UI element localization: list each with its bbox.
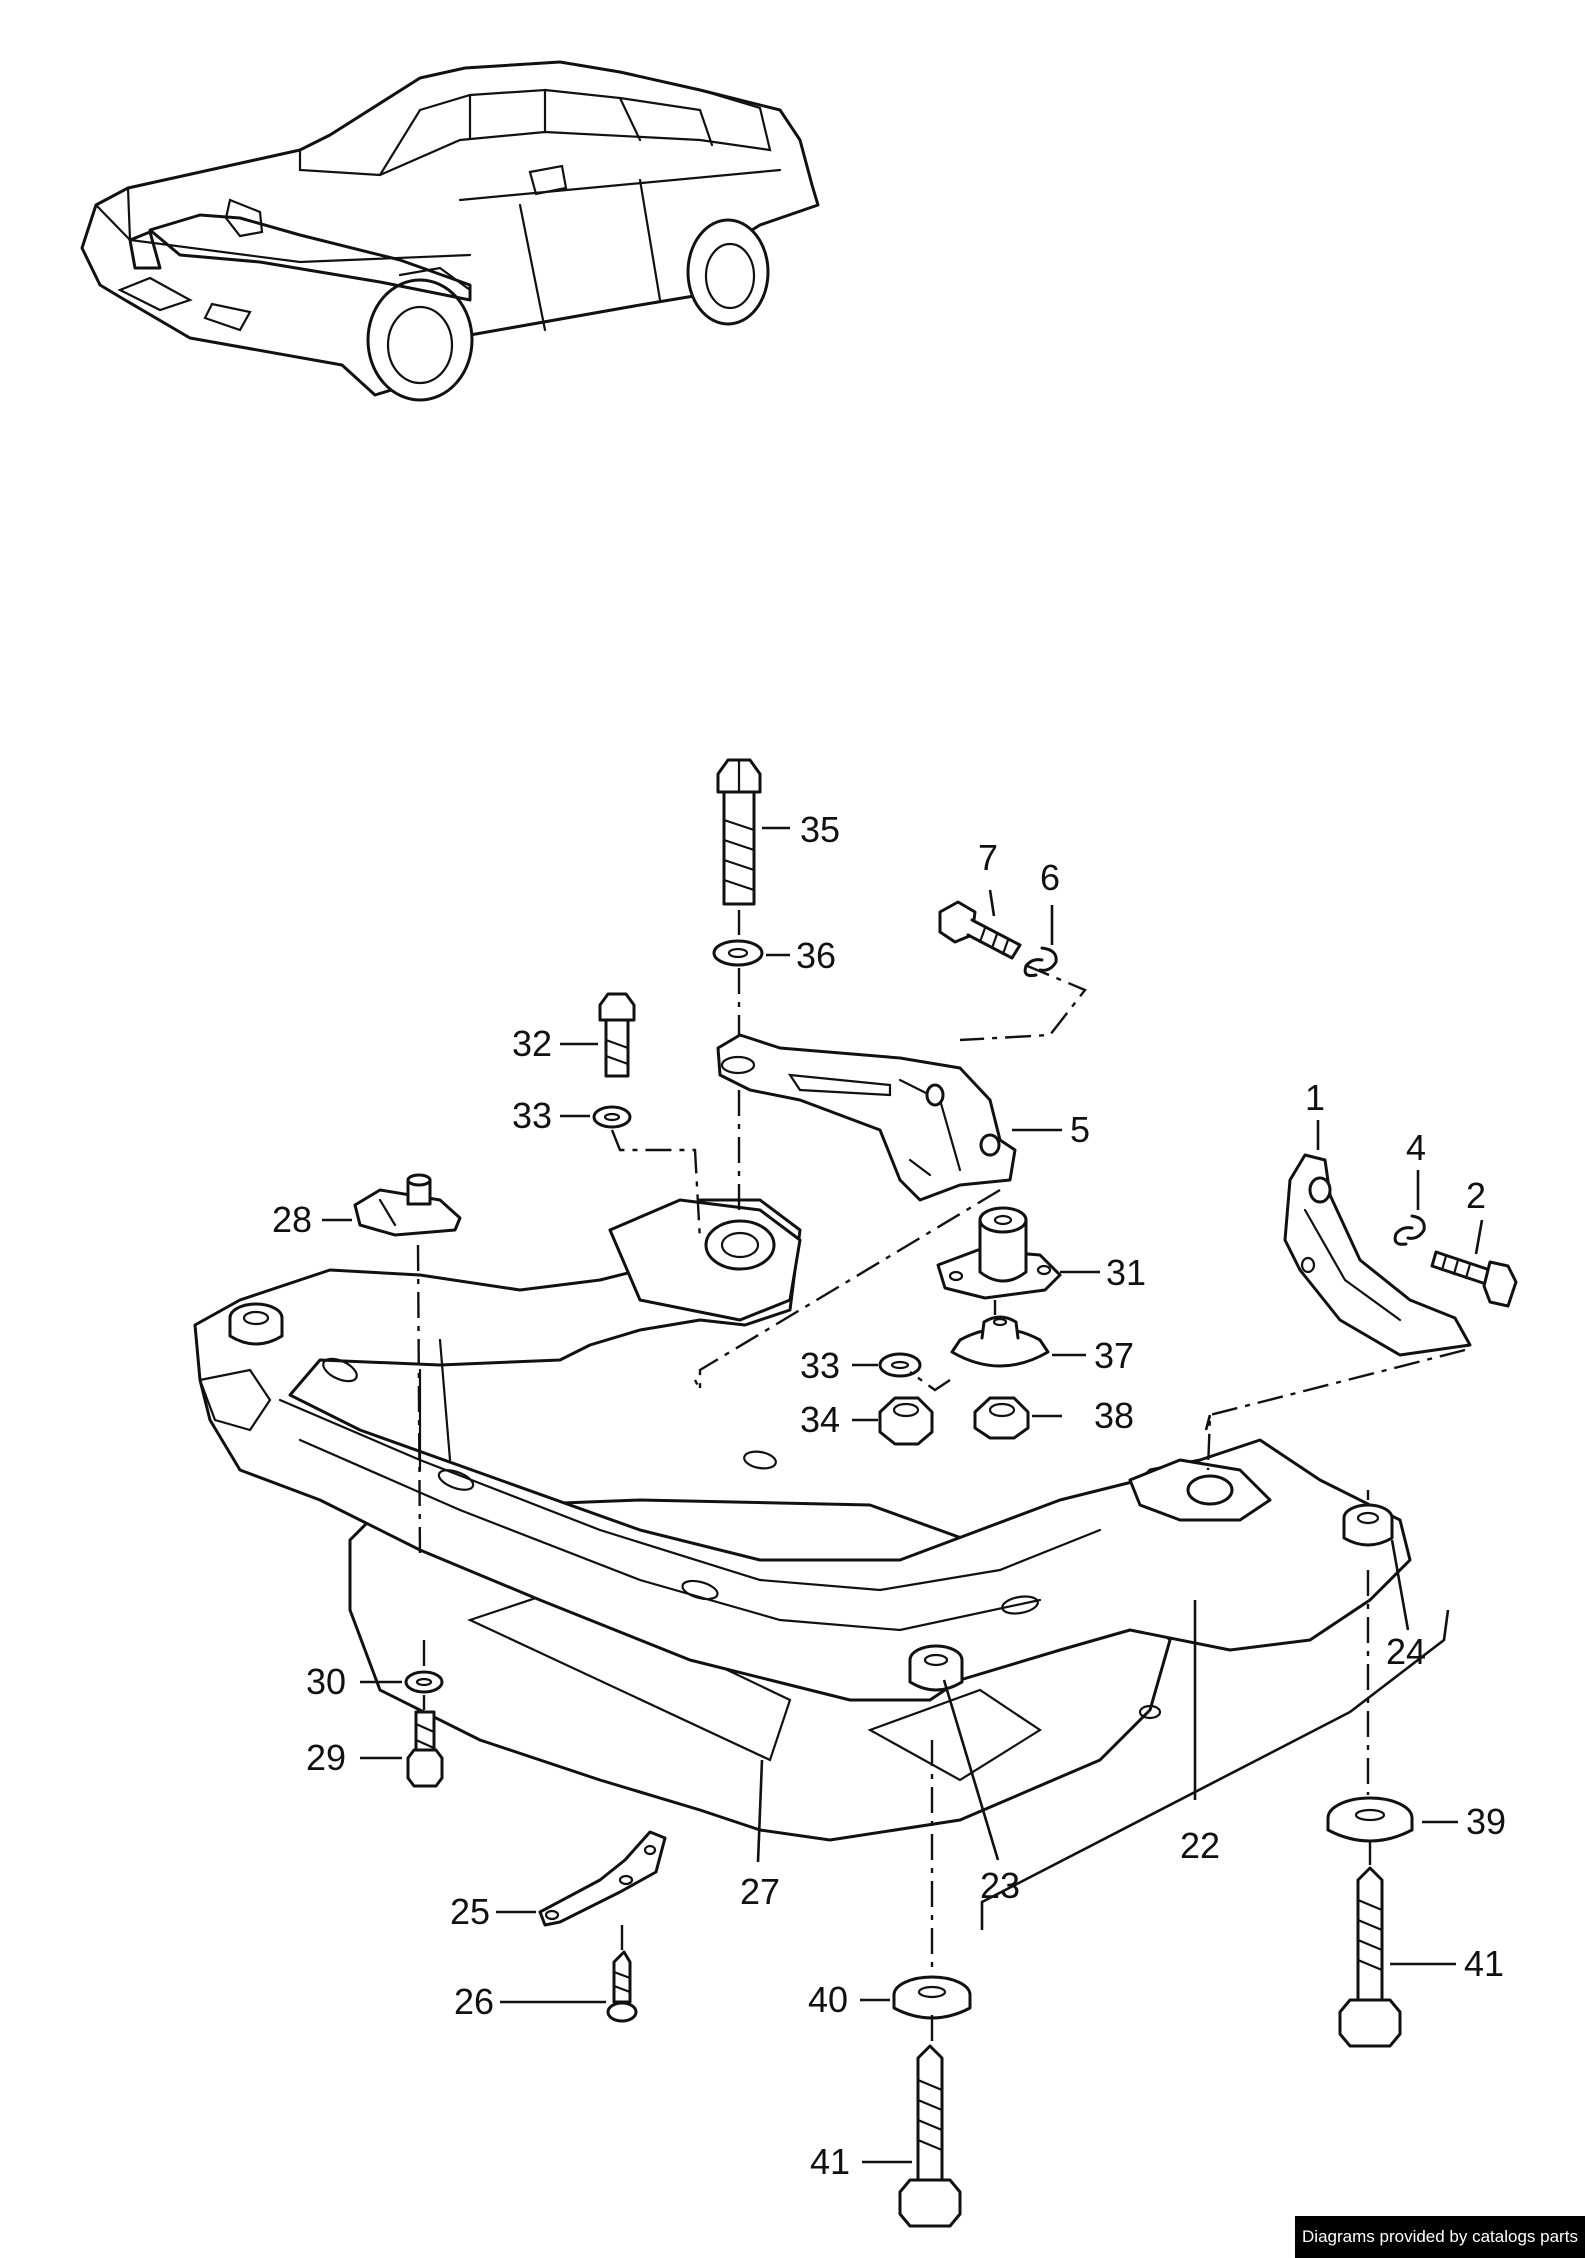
label-35: 35	[800, 809, 840, 850]
part-38-nut	[973, 1396, 1030, 1440]
part-41-bolt-right	[1338, 1866, 1402, 2048]
part-29-bolt	[406, 1710, 444, 1788]
label-28: 28	[272, 1199, 312, 1240]
label-31: 31	[1106, 1252, 1146, 1293]
label-36: 36	[796, 935, 836, 976]
label-22: 22	[1180, 1825, 1220, 1866]
label-38: 38	[1094, 1395, 1134, 1436]
label-37: 37	[1094, 1335, 1134, 1376]
label-24: 24	[1386, 1631, 1426, 1672]
label-1: 1	[1305, 1077, 1325, 1118]
part-39-washer	[1326, 1796, 1414, 1843]
label-33-lower: 33	[800, 1345, 840, 1386]
car-overview-illustration	[80, 60, 820, 402]
part-31-rubber-mount	[936, 1206, 1062, 1300]
part-26-screw	[606, 1950, 638, 2023]
label-34: 34	[800, 1399, 840, 1440]
subframe-assembly	[193, 1198, 1412, 1842]
assembly-guide-lines	[416, 910, 1466, 2044]
part-30-washer	[404, 1670, 444, 1694]
label-30: 30	[306, 1661, 346, 1702]
credit-badge: Diagrams provided by catalogs parts	[1295, 2216, 1585, 2258]
part-4-lock-washer	[1393, 1214, 1426, 1246]
label-4: 4	[1406, 1127, 1426, 1168]
label-41-right: 41	[1464, 1943, 1504, 1984]
label-41-lower: 41	[810, 2141, 850, 2182]
part-40-washer	[892, 1975, 972, 2020]
part-35-bolt	[716, 758, 762, 906]
label-2: 2	[1466, 1175, 1486, 1216]
label-7: 7	[978, 837, 998, 878]
part-37-stop-buffer	[950, 1315, 1050, 1368]
part-labels: 35 36 7 6 5 32 33 28 1 4 2 31 33 37 34 3…	[272, 809, 1506, 2182]
label-29: 29	[306, 1737, 346, 1778]
part-34-nut	[878, 1396, 934, 1446]
part-36-washer	[712, 939, 764, 967]
part-33-washer-lower	[878, 1352, 922, 1378]
leader-lines	[322, 826, 1484, 2164]
label-6: 6	[1040, 857, 1060, 898]
part-32-bolt	[598, 992, 636, 1078]
part-2-bolt	[1430, 1250, 1518, 1308]
part-5-engine-bracket	[716, 1033, 1017, 1202]
part-28-nut-plate	[353, 1173, 462, 1237]
part-1-side-bracket	[1283, 1153, 1472, 1357]
part-41-bolt-lower	[898, 2044, 962, 2228]
label-27: 27	[740, 1871, 780, 1912]
label-26: 26	[454, 1981, 494, 2022]
part-7-bolt	[938, 900, 1022, 960]
part-25-clip	[538, 1830, 667, 1927]
part-33-washer-upper	[592, 1105, 632, 1129]
label-32: 32	[512, 1023, 552, 1064]
label-23: 23	[980, 1865, 1020, 1906]
label-25: 25	[450, 1891, 490, 1932]
label-40: 40	[808, 1979, 848, 2020]
label-33-upper: 33	[512, 1095, 552, 1136]
label-5: 5	[1070, 1109, 1090, 1150]
label-39: 39	[1466, 1801, 1506, 1842]
